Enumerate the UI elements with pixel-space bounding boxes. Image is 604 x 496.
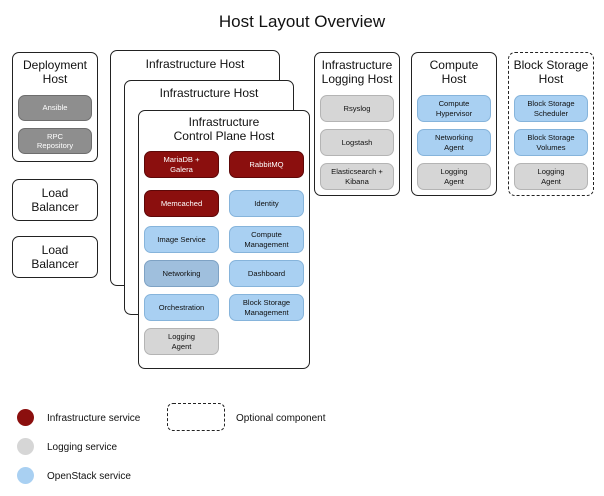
service-networking-agent: Networking Agent: [417, 129, 491, 156]
service-logging-agent: Logging Agent: [144, 328, 219, 355]
service-image: Image Service: [144, 226, 219, 253]
control-plane-host: Infrastructure Control Plane Host MariaD…: [138, 110, 310, 369]
compute-host-label: Compute Host: [429, 58, 479, 86]
service-rsyslog: Rsyslog: [320, 95, 394, 122]
service-mariadb-galera: MariaDB + Galera: [144, 151, 219, 178]
diagram-title: Host Layout Overview: [218, 12, 386, 31]
service-logging-agent: Logging Agent: [417, 163, 491, 190]
service-dashboard: Dashboard: [229, 260, 304, 287]
service-logstash: Logstash: [320, 129, 394, 156]
service-rpc-repository: RPC Repository: [18, 128, 92, 154]
service-memcached: Memcached: [144, 190, 219, 217]
legend-infrastructure-label: Infrastructure service: [47, 413, 141, 424]
load-balancer-1: Load Balancer: [12, 179, 98, 221]
block-storage-host-label: Block Storage Host: [513, 58, 589, 86]
legend-openstack-label: OpenStack service: [47, 471, 131, 482]
legend-logging-swatch: [17, 438, 34, 455]
infrastructure-host-label: Infrastructure Host: [145, 57, 245, 71]
legend-openstack-swatch: [17, 467, 34, 484]
legend-optional-swatch: [167, 403, 225, 431]
service-networking: Networking: [144, 260, 219, 287]
service-block-storage-volumes: Block Storage Volumes: [514, 129, 588, 156]
infrastructure-host-label: Infrastructure Host: [159, 86, 259, 100]
control-plane-host-label: Infrastructure Control Plane Host: [173, 115, 275, 143]
load-balancer-2: Load Balancer: [12, 236, 98, 278]
service-ansible: Ansible: [18, 95, 92, 121]
deployment-host-label: Deployment Host: [22, 58, 88, 86]
legend-logging-label: Logging service: [47, 442, 118, 453]
legend-infrastructure-swatch: [17, 409, 34, 426]
logging-host: Infrastructure Logging Host Rsyslog Logs…: [314, 52, 400, 196]
service-compute-hypervisor: Compute Hypervisor: [417, 95, 491, 122]
service-rabbitmq: RabbitMQ: [229, 151, 304, 178]
load-balancer-label: Load Balancer: [31, 243, 79, 271]
service-block-storage-scheduler: Block Storage Scheduler: [514, 95, 588, 122]
service-compute-management: Compute Management: [229, 226, 304, 253]
service-identity: Identity: [229, 190, 304, 217]
service-elasticsearch-kibana: Elasticsearch + Kibana: [320, 163, 394, 190]
compute-host: Compute Host Compute Hypervisor Networki…: [411, 52, 497, 196]
deployment-host: Deployment Host Ansible RPC Repository: [12, 52, 98, 162]
service-block-storage-management: Block Storage Management: [229, 294, 304, 321]
service-orchestration: Orchestration: [144, 294, 219, 321]
logging-host-label: Infrastructure Logging Host: [321, 58, 393, 86]
load-balancer-label: Load Balancer: [31, 186, 79, 214]
block-storage-host: Block Storage Host Block Storage Schedul…: [508, 52, 594, 196]
service-logging-agent: Logging Agent: [514, 163, 588, 190]
legend-optional-label: Optional component: [236, 413, 326, 424]
